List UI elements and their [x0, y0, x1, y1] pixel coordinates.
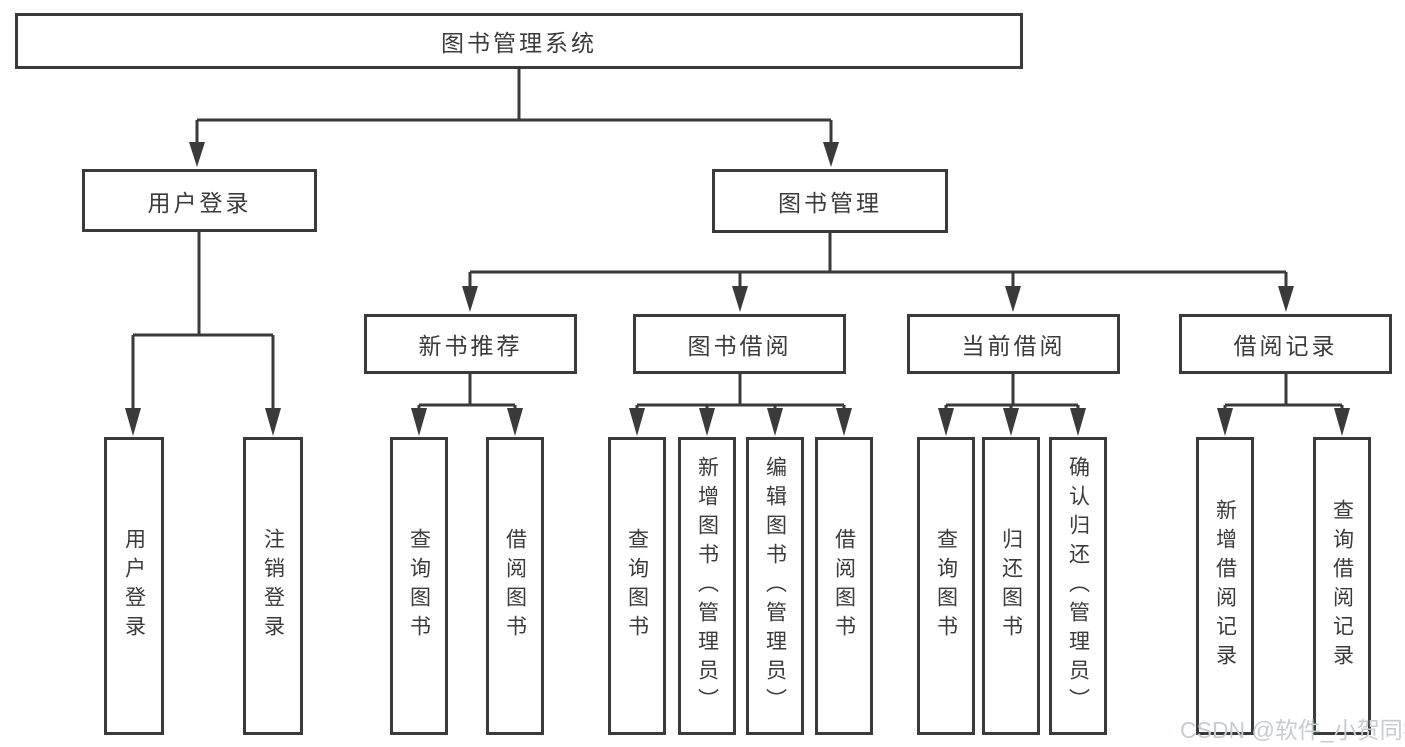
node-book-mgmt: 图书管理: [712, 169, 948, 233]
leaf-rec-borrow-books-label: 借阅图书: [503, 528, 527, 644]
leaf-current-query-books-label: 查询图书: [934, 528, 958, 644]
leaf-logout-label: 注销登录: [261, 528, 285, 644]
leaf-rec-query-books: 查询图书: [390, 437, 448, 735]
leaf-borrow-borrow-books-label: 借阅图书: [832, 528, 856, 644]
leaf-borrow-query-books-label: 查询图书: [625, 528, 649, 644]
connector-user-login-to-children: [125, 232, 281, 436]
leaf-current-confirm-return: 确认归还（管理员）: [1049, 437, 1107, 735]
node-current-borrow: 当前借阅: [907, 314, 1120, 374]
node-borrow-record-label: 借阅记录: [1233, 333, 1338, 359]
connector-root-to-level2: [189, 69, 839, 167]
leaf-current-return-books: 归还图书: [982, 437, 1040, 735]
leaf-borrow-add-books: 新增图书（管理员）: [678, 437, 736, 735]
node-user-login-label: 用户登录: [147, 189, 252, 216]
node-book-borrow-label: 图书借阅: [687, 333, 792, 359]
leaf-record-add: 新增借阅记录: [1196, 437, 1254, 735]
node-book-mgmt-label: 图书管理: [778, 190, 882, 216]
node-new-book-rec: 新书推荐: [364, 314, 577, 374]
leaf-user-login: 用户登录: [104, 437, 164, 735]
leaf-current-query-books: 查询图书: [917, 437, 975, 735]
leaf-current-confirm-return-label: 确认归还（管理员）: [1066, 455, 1090, 717]
leaf-rec-query-books-label: 查询图书: [407, 528, 431, 644]
connector-book-mgmt-to-level3: [462, 233, 1294, 312]
connector-borrow-record-to-children: [1217, 374, 1350, 436]
node-user-login: 用户登录: [82, 169, 317, 232]
node-root: 图书管理系统: [15, 13, 1023, 69]
node-borrow-record: 借阅记录: [1179, 314, 1392, 374]
leaf-user-login-label: 用户登录: [122, 528, 146, 644]
leaf-borrow-add-books-label: 新增图书（管理员）: [695, 455, 719, 717]
leaf-borrow-edit-books-label: 编辑图书（管理员）: [763, 455, 787, 717]
connector-book-borrow-to-children: [629, 374, 852, 436]
connector-current-borrow-to-children: [938, 374, 1086, 436]
leaf-logout: 注销登录: [243, 437, 303, 735]
node-book-borrow: 图书借阅: [633, 314, 846, 374]
node-root-label: 图书管理系统: [441, 30, 597, 56]
node-current-borrow-label: 当前借阅: [961, 333, 1066, 359]
leaf-borrow-edit-books: 编辑图书（管理员）: [746, 437, 804, 735]
leaf-borrow-query-books: 查询图书: [608, 437, 666, 735]
leaf-record-query-label: 查询借阅记录: [1330, 499, 1354, 673]
leaf-record-query: 查询借阅记录: [1313, 437, 1371, 735]
leaf-rec-borrow-books: 借阅图书: [486, 437, 544, 735]
node-new-book-rec-label: 新书推荐: [418, 333, 523, 359]
watermark: CSDN @软件_小贺同学: [1180, 717, 1405, 743]
leaf-current-return-books-label: 归还图书: [999, 528, 1023, 644]
leaf-record-add-label: 新增借阅记录: [1213, 499, 1237, 673]
leaf-borrow-borrow-books: 借阅图书: [815, 437, 873, 735]
connector-new-rec-to-children: [411, 374, 523, 436]
